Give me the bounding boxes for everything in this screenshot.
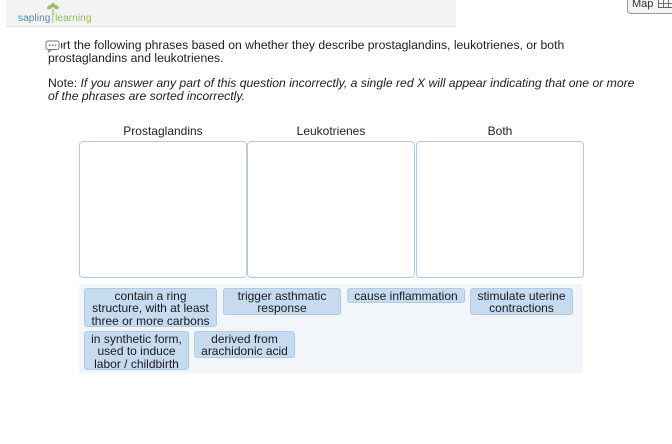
note-prefix: Note: [48, 76, 81, 90]
phrase-chip-ring-structure[interactable]: contain a ring structure, with at least … [84, 288, 217, 327]
map-button[interactable]: Map [627, 0, 672, 14]
logo-word-sapling: sapling [18, 13, 51, 24]
comment-icon[interactable] [45, 40, 61, 53]
phrase-chip-arachidonic-acid[interactable]: derived from arachidonic acid [194, 331, 295, 358]
phrase-chip-induce-labor[interactable]: in synthetic form, used to induce labor … [84, 331, 189, 370]
logo-separator: | [51, 13, 55, 24]
phrase-chip-uterine-contractions[interactable]: stimulate uterine contractions [470, 288, 573, 315]
bin-header-both: Both [487, 124, 513, 138]
bin-header-leukotrienes: Leukotrienes [296, 124, 366, 138]
map-button-label: Map [632, 0, 654, 10]
phrase-chip-cause-inflammation[interactable]: cause inflammation [347, 288, 465, 303]
drop-zone-both[interactable] [416, 141, 584, 278]
logo-word-learning: learning [55, 13, 92, 24]
question-instruction: Sort the following phrases based on whet… [48, 38, 565, 65]
drop-zone-leukotrienes[interactable] [247, 141, 415, 278]
bin-header-prostaglandins: Prostaglandins [123, 124, 203, 138]
map-grid-icon [658, 0, 672, 8]
phrase-chip-asthmatic-response[interactable]: trigger asthmatic response [223, 288, 341, 315]
leaf-icon [47, 3, 59, 15]
note-body: If you answer any part of this question … [48, 76, 635, 103]
drop-zone-prostaglandins[interactable] [79, 141, 247, 278]
scoring-note: Note: If you answer any part of this que… [48, 77, 638, 102]
header-bar: sapling|learning [6, 0, 456, 27]
